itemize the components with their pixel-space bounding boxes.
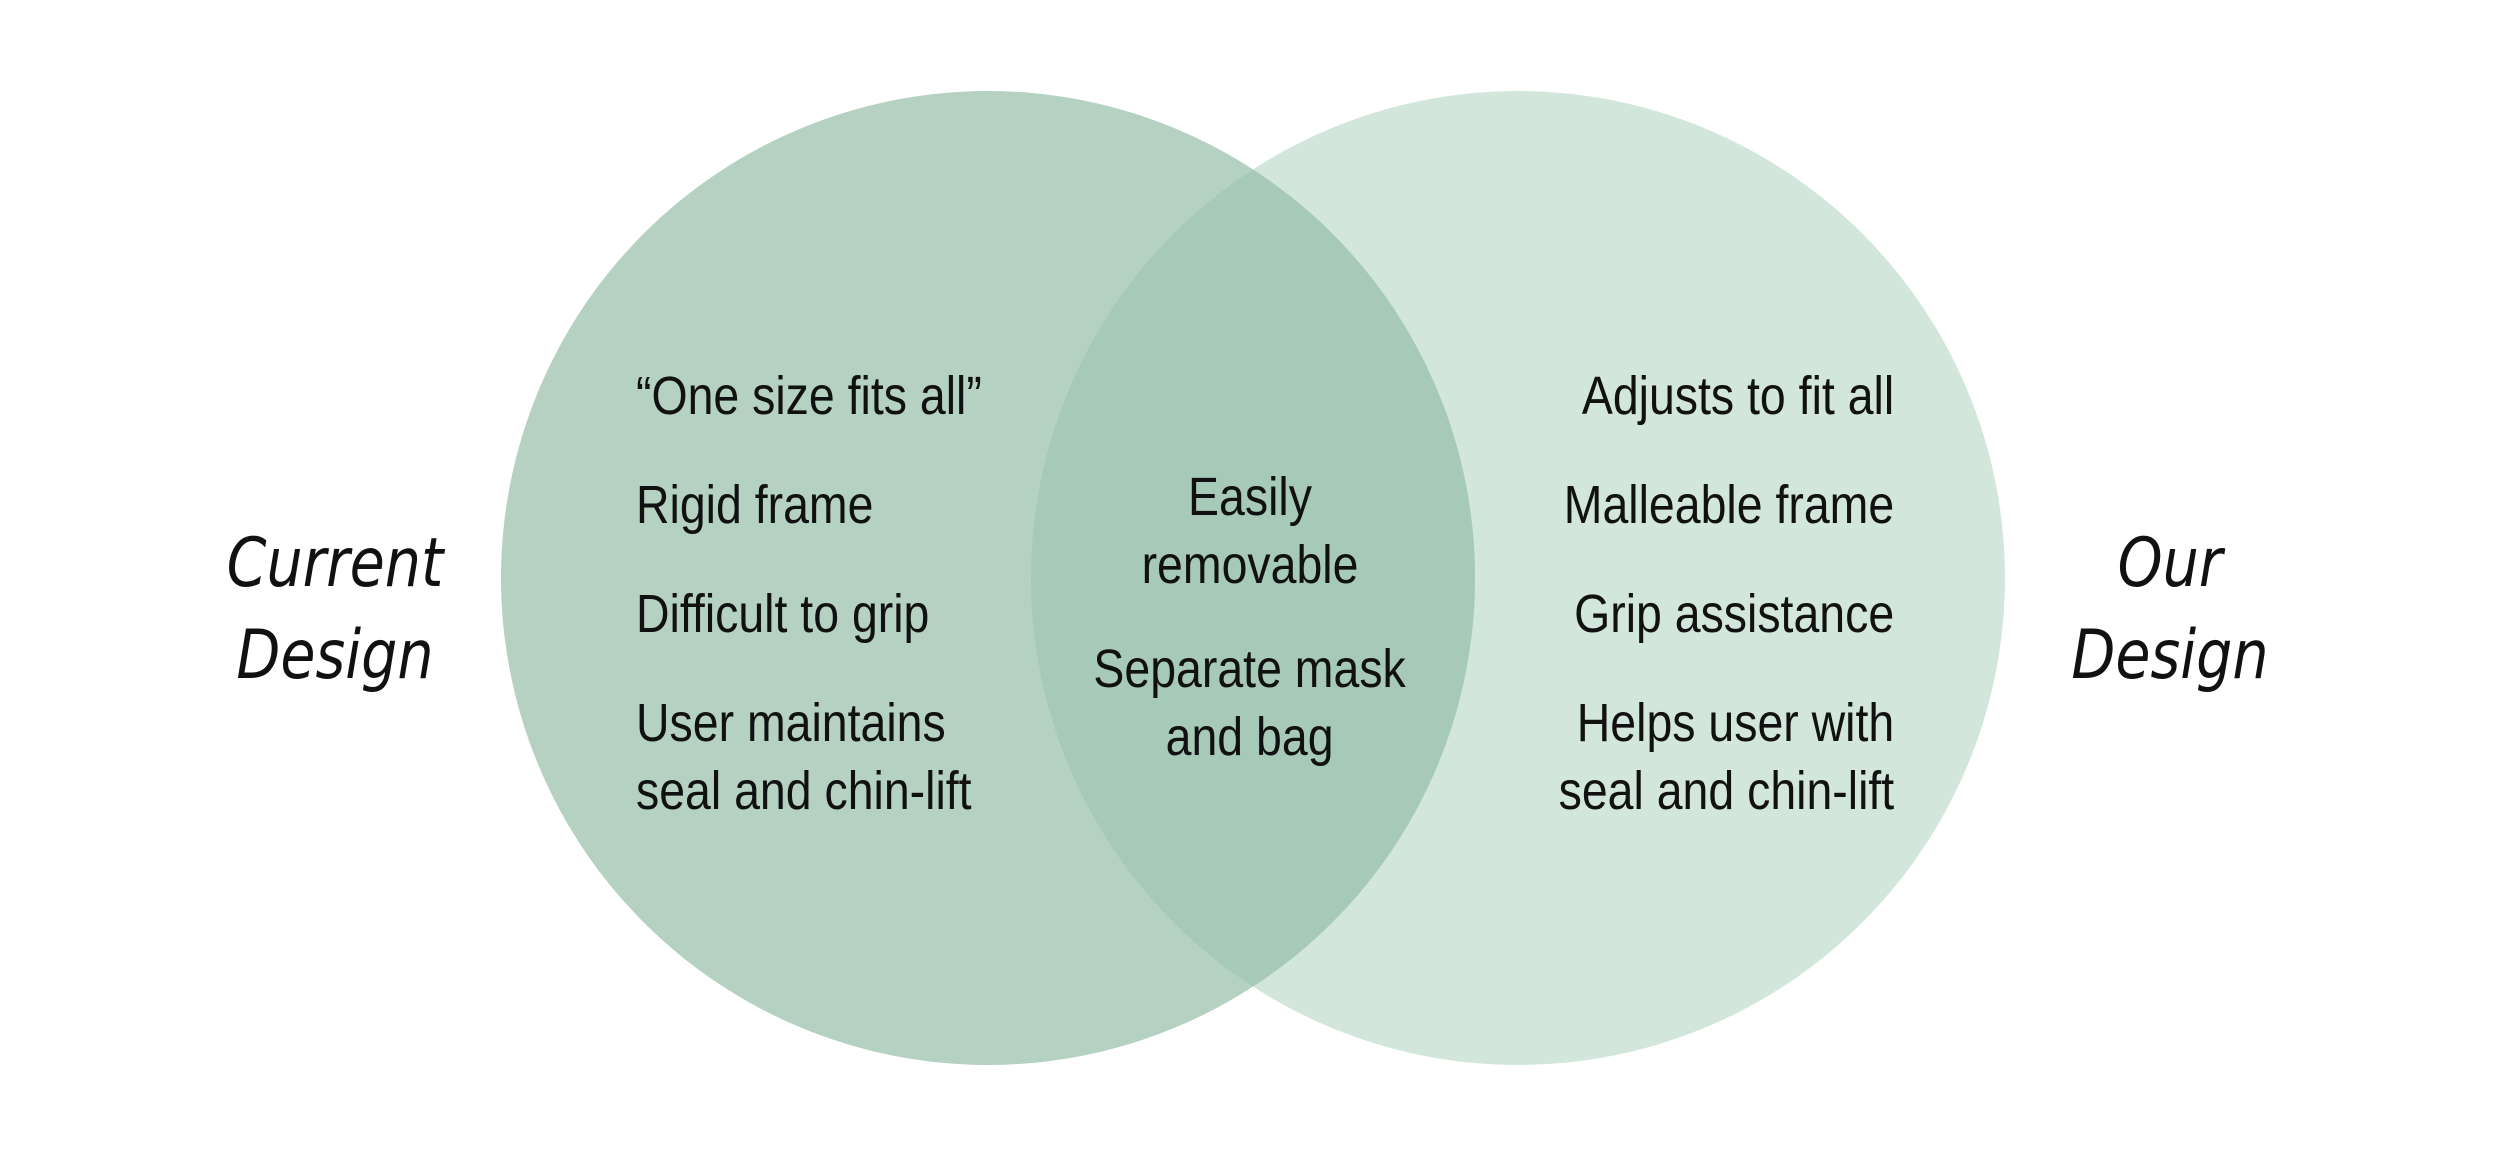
list-item: Malleable frame [1563, 475, 1894, 535]
list-item: Difficult to grip [636, 584, 930, 644]
set-label-line: Our [2117, 524, 2223, 603]
set-label-line: Design [2071, 616, 2269, 695]
current-design-items: “One size fits all” Rigid frame Difficul… [636, 362, 1076, 825]
overlap-region [1031, 91, 1475, 1065]
list-item: Rigid frame [636, 475, 874, 535]
set-label-line: Current [226, 524, 444, 603]
shared-items: Easily removable Separate mask and bag [1050, 463, 1450, 771]
set-label-line: Design [236, 616, 434, 695]
list-item: Grip assistance [1573, 584, 1894, 644]
list-item: “One size fits all” [636, 366, 982, 426]
list-item: Adjusts to fit all [1581, 366, 1894, 426]
list-item: Helps user with seal and chin-lift [1558, 693, 1894, 821]
list-item: Easily removable [1141, 467, 1359, 595]
set-label-current-design: Current Design [201, 518, 470, 702]
list-item: Separate mask and bag [1093, 639, 1407, 767]
list-item: User maintains seal and chin-lift [636, 693, 972, 821]
our-design-items: Adjusts to fit all Malleable frame Grip … [1450, 362, 1894, 825]
set-label-our-design: Our Design [2036, 518, 2305, 702]
